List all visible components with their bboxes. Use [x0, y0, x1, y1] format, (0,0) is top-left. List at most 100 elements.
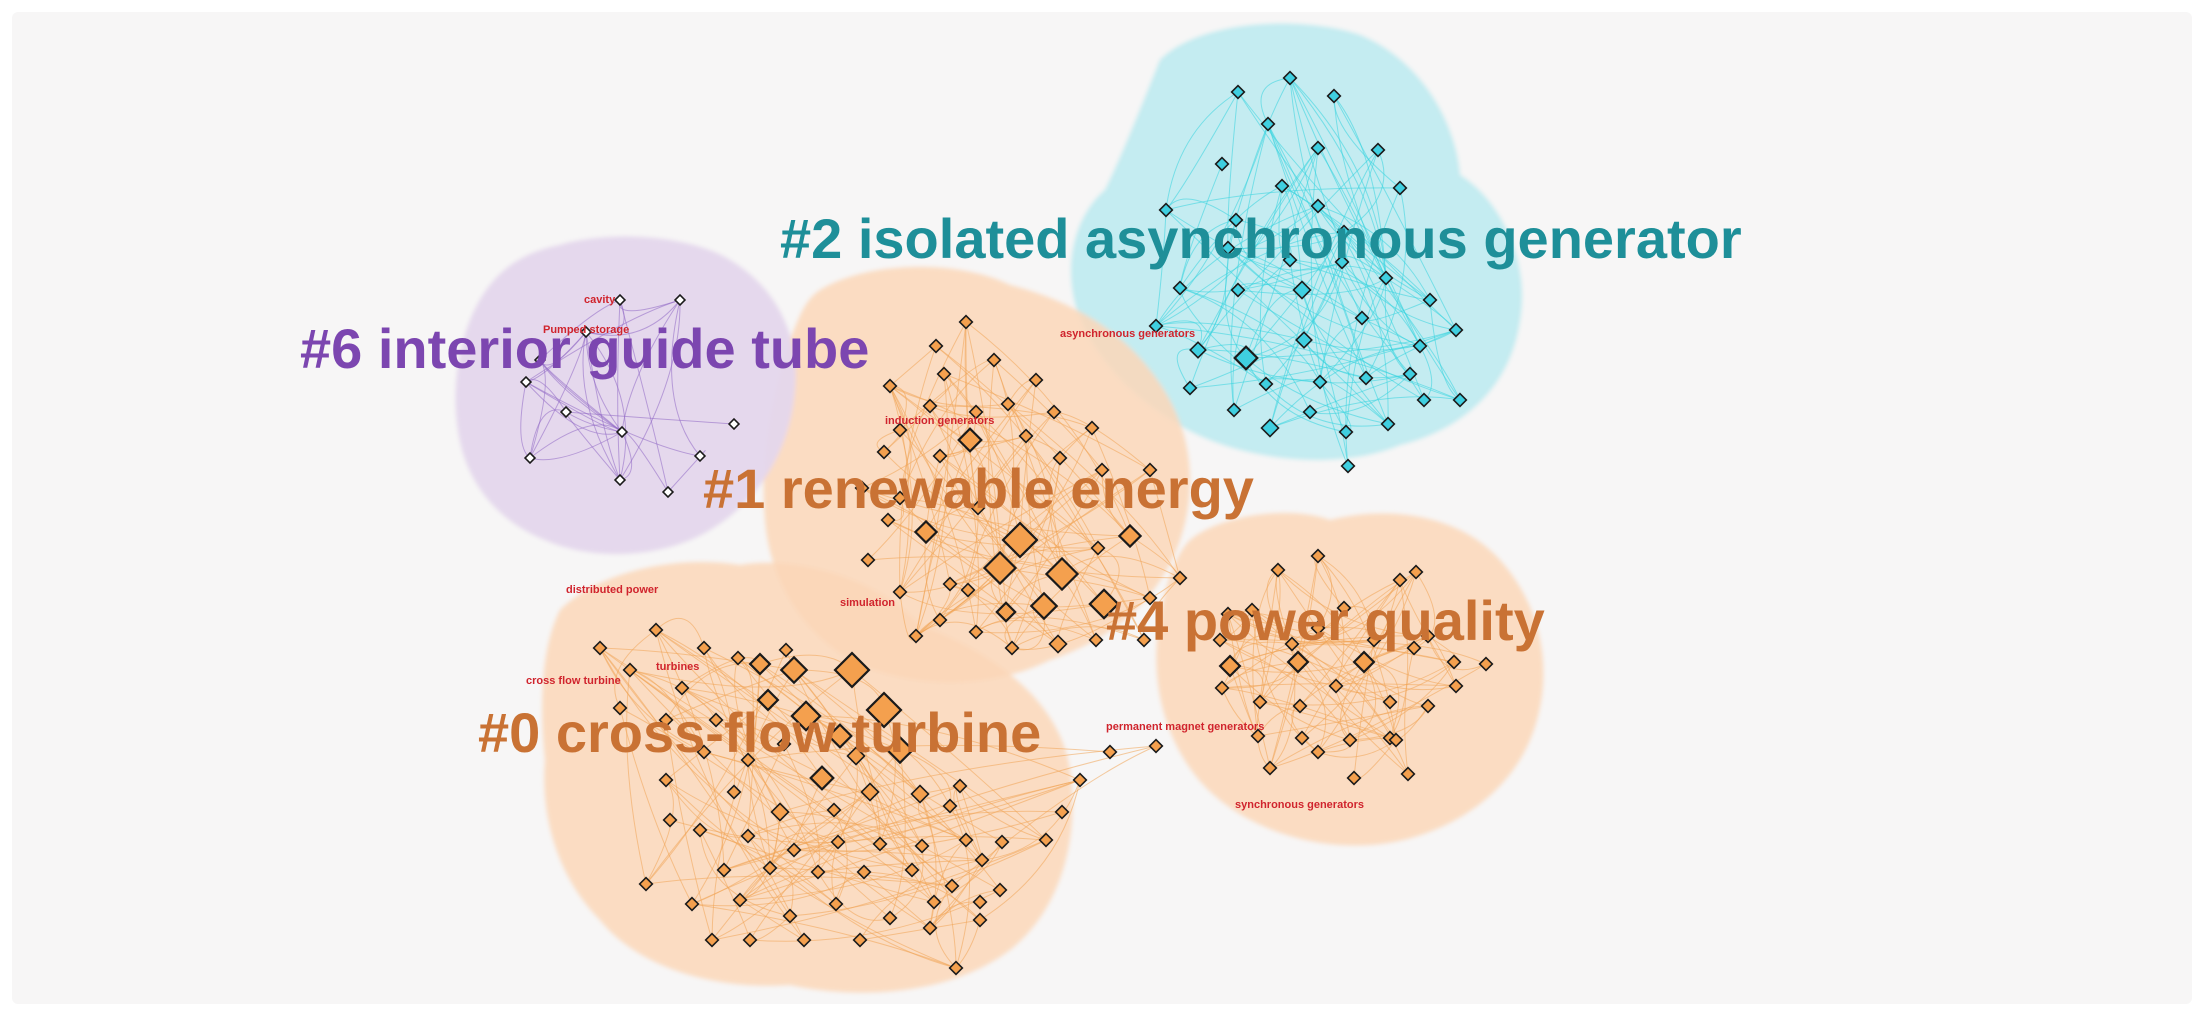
network-node [786, 842, 802, 858]
network-node [1310, 198, 1326, 214]
network-node [1136, 632, 1152, 648]
network-node [615, 425, 629, 439]
edge [793, 811, 1063, 853]
network-node [708, 712, 724, 728]
network-node [1262, 760, 1278, 776]
network-node [661, 485, 675, 499]
network-node [1378, 270, 1394, 286]
network-node [932, 612, 948, 628]
edge [1227, 247, 1425, 401]
edge [1011, 457, 1061, 649]
network-node [579, 325, 593, 339]
edge [1155, 123, 1269, 327]
network-node [926, 894, 942, 910]
network-node [908, 628, 924, 644]
edge [629, 669, 935, 903]
edge [665, 719, 713, 941]
edge [1229, 634, 1293, 667]
network-node [1158, 202, 1174, 218]
network-node [1380, 416, 1396, 432]
network-node [1004, 640, 1020, 656]
edge [1259, 701, 1391, 739]
network-node [1218, 654, 1242, 678]
edge [889, 749, 906, 919]
edge [805, 715, 951, 807]
network-node [1220, 240, 1236, 256]
network-node [1260, 116, 1276, 132]
network-node [952, 778, 968, 794]
edge [839, 735, 921, 795]
network-node [968, 404, 984, 420]
network-node [612, 700, 628, 716]
edge [1091, 427, 1151, 599]
edge [817, 859, 983, 873]
network-node [1214, 680, 1230, 696]
edge [1317, 739, 1397, 758]
edge [529, 409, 567, 459]
edge [1399, 579, 1457, 687]
edge [1365, 187, 1407, 379]
edge [1179, 287, 1321, 383]
edge [943, 373, 1021, 541]
network-node [613, 293, 627, 307]
network-node [970, 500, 986, 516]
edge [899, 379, 1037, 593]
network-node [693, 449, 707, 463]
edge [1340, 661, 1365, 741]
network-node [1220, 606, 1236, 622]
network-node [1102, 744, 1118, 760]
network-node [1148, 738, 1164, 754]
edge [1319, 277, 1387, 383]
edge [1384, 277, 1411, 375]
network-node [828, 896, 844, 912]
edge [999, 427, 1093, 569]
network-node [948, 960, 964, 976]
network-node [1117, 523, 1143, 549]
network-node [704, 932, 720, 948]
network-node [860, 552, 876, 568]
edge [1155, 209, 1167, 327]
network-node [910, 784, 930, 804]
network-node [810, 864, 826, 880]
network-node [696, 744, 712, 760]
edge [1404, 647, 1415, 775]
edge [1237, 91, 1457, 331]
edge [859, 919, 981, 941]
edge [919, 793, 957, 969]
edge [665, 669, 795, 721]
edge [1317, 555, 1397, 741]
network-node [944, 878, 960, 894]
edge [747, 809, 835, 837]
edge [1289, 77, 1461, 401]
network-node [1448, 322, 1464, 338]
network-node [1392, 180, 1408, 196]
edge [833, 809, 848, 905]
edge [1353, 639, 1375, 779]
edge [619, 299, 681, 481]
edge [749, 749, 901, 941]
edge [1227, 613, 1375, 646]
network-node [1142, 590, 1158, 606]
edge [1289, 77, 1387, 279]
network-node [1342, 732, 1358, 748]
network-node [932, 448, 948, 464]
edge [699, 829, 837, 905]
network-node [865, 691, 903, 729]
network-node [1400, 766, 1416, 782]
network-node [1292, 280, 1312, 300]
edge [1221, 683, 1457, 689]
network-node [674, 680, 690, 696]
edge [783, 743, 820, 873]
cluster-region-6 [455, 236, 796, 554]
edge [539, 299, 621, 361]
network-node [1326, 88, 1342, 104]
edge [629, 669, 705, 753]
edge [739, 779, 1081, 901]
network-node [796, 932, 812, 948]
network-node [1354, 310, 1370, 326]
edge [1297, 571, 1417, 663]
edge [681, 687, 901, 751]
network-node [1340, 458, 1356, 474]
edge [889, 385, 1009, 407]
edge [1289, 77, 1421, 347]
